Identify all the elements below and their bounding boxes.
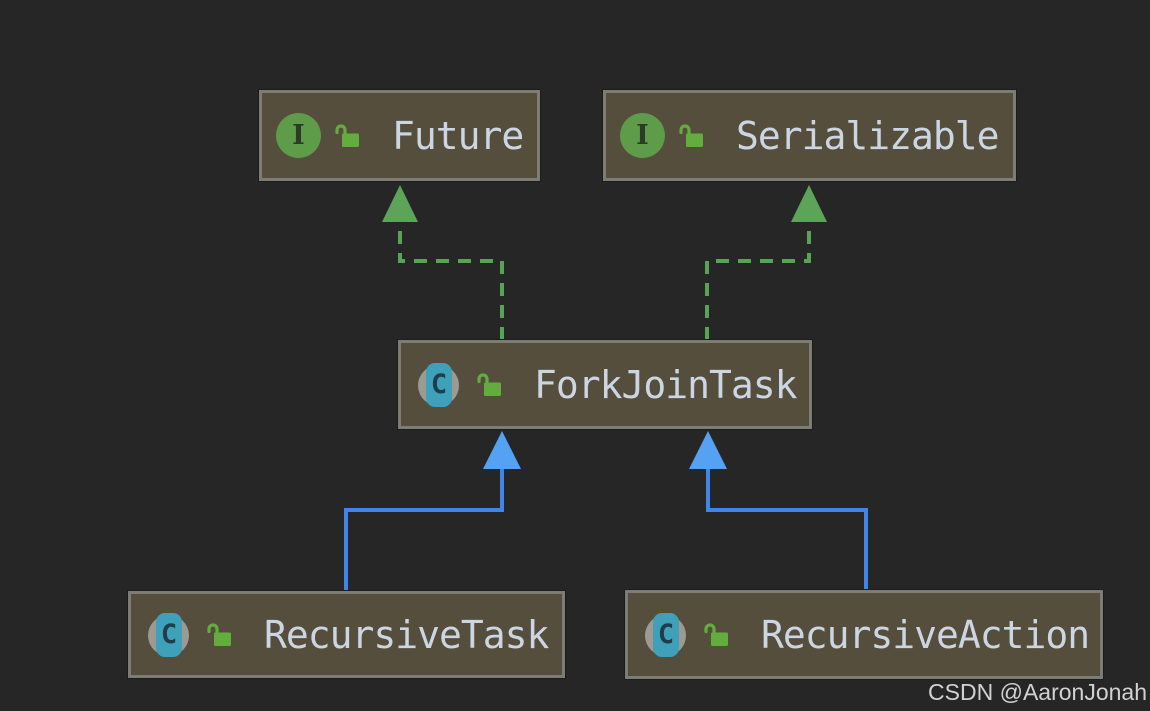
node-forkjointask[interactable]: C ForkJoinTask [398, 340, 812, 429]
generalization-arrowhead-left [483, 431, 521, 469]
unlocked-icon [679, 123, 703, 147]
node-label: Serializable [736, 113, 1000, 158]
class-badge: C [653, 612, 679, 657]
unlocked-icon [704, 622, 728, 646]
unlocked-icon [335, 123, 359, 147]
realization-arrowhead-future [382, 185, 418, 222]
watermark: CSDN @AaronJonah [928, 679, 1147, 705]
abstract-class-icon: C [642, 612, 690, 658]
node-recursiveaction[interactable]: C RecursiveAction [625, 590, 1103, 679]
unlocked-icon [477, 372, 501, 396]
class-badge: C [426, 362, 452, 407]
node-label: Future [392, 113, 524, 158]
generalization-edge-recursivetask-forkjointask [344, 468, 504, 591]
node-label: RecursiveTask [264, 612, 549, 657]
node-label: ForkJoinTask [534, 362, 798, 407]
unlocked-icon [207, 622, 231, 646]
generalization-edge-recursiveaction-forkjointask [706, 468, 868, 590]
abstract-class-icon: C [415, 362, 463, 408]
node-recursivetask[interactable]: C RecursiveTask [128, 591, 565, 678]
realization-arrowhead-serializable [791, 185, 827, 222]
class-badge: C [156, 612, 182, 657]
interface-icon: I [276, 113, 321, 158]
generalization-arrowhead-right [689, 431, 727, 469]
realization-edge-forkjointask-serializable [705, 222, 811, 340]
interface-icon: I [620, 113, 665, 158]
realization-edge-forkjointask-future [398, 222, 504, 340]
node-future[interactable]: I Future [259, 90, 540, 181]
node-label: RecursiveAction [761, 612, 1090, 657]
abstract-class-icon: C [145, 612, 193, 658]
node-serializable[interactable]: I Serializable [603, 90, 1016, 181]
